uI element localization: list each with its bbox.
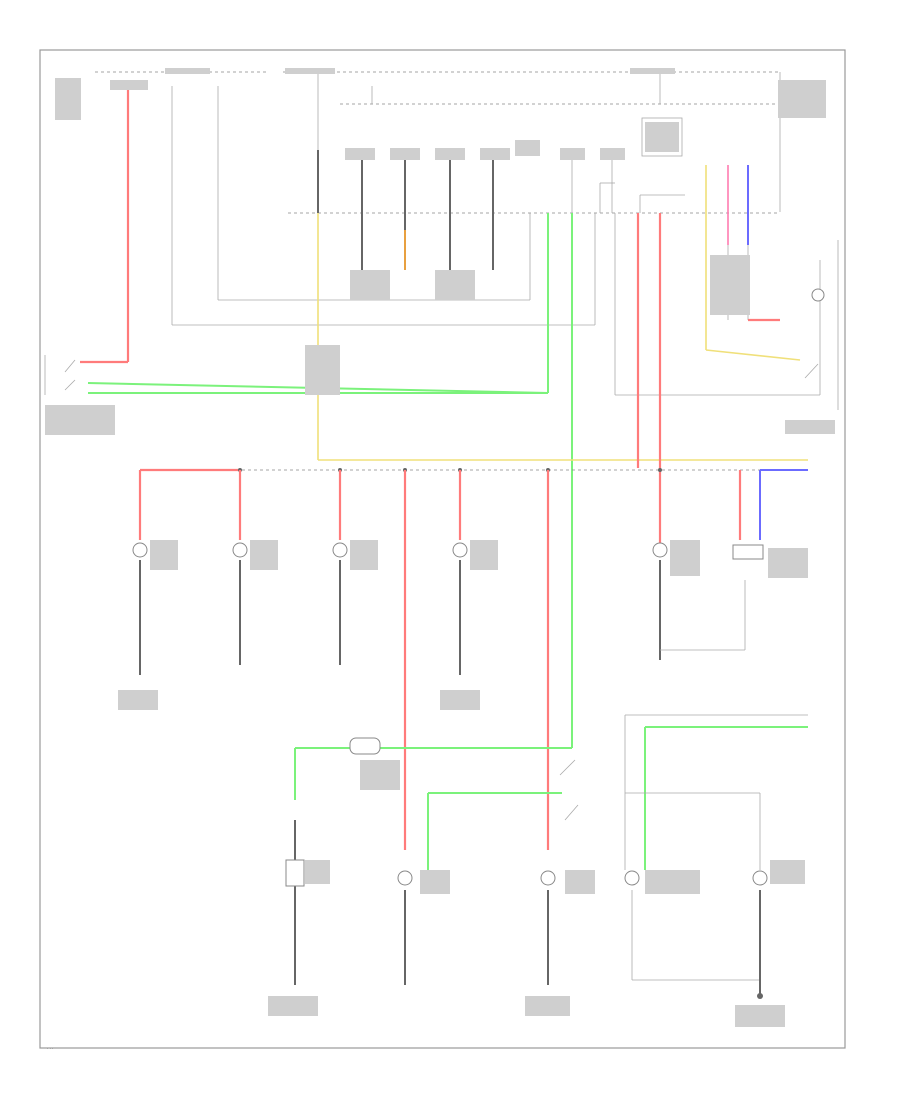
lamp-icon xyxy=(397,870,413,886)
lamp-icon xyxy=(624,870,640,886)
parking-brake-switch xyxy=(44,213,573,748)
main-power-feeds xyxy=(636,213,662,545)
footer-code: · · · xyxy=(47,1046,53,1051)
lamp-icon xyxy=(132,542,148,558)
connector-icon xyxy=(732,544,764,560)
middle-lamp-row xyxy=(132,470,764,850)
lamp-icon xyxy=(232,542,248,558)
connector-icon xyxy=(349,737,381,755)
diagram-frame xyxy=(39,49,846,1049)
lamp-icon xyxy=(540,870,556,886)
lamp-icon xyxy=(332,542,348,558)
meter-connector-bus xyxy=(288,117,780,214)
lamp-icon xyxy=(452,542,468,558)
lower-section xyxy=(285,714,808,999)
blurred-labels xyxy=(45,68,835,1027)
meter-feeds xyxy=(317,150,613,270)
ground-icon xyxy=(757,993,763,999)
yellow-trunk xyxy=(317,213,808,461)
lamp-icon xyxy=(652,542,668,558)
left-fuse-feeds xyxy=(126,86,596,362)
lamp-icon xyxy=(285,859,305,887)
lamp-icon xyxy=(752,870,768,886)
